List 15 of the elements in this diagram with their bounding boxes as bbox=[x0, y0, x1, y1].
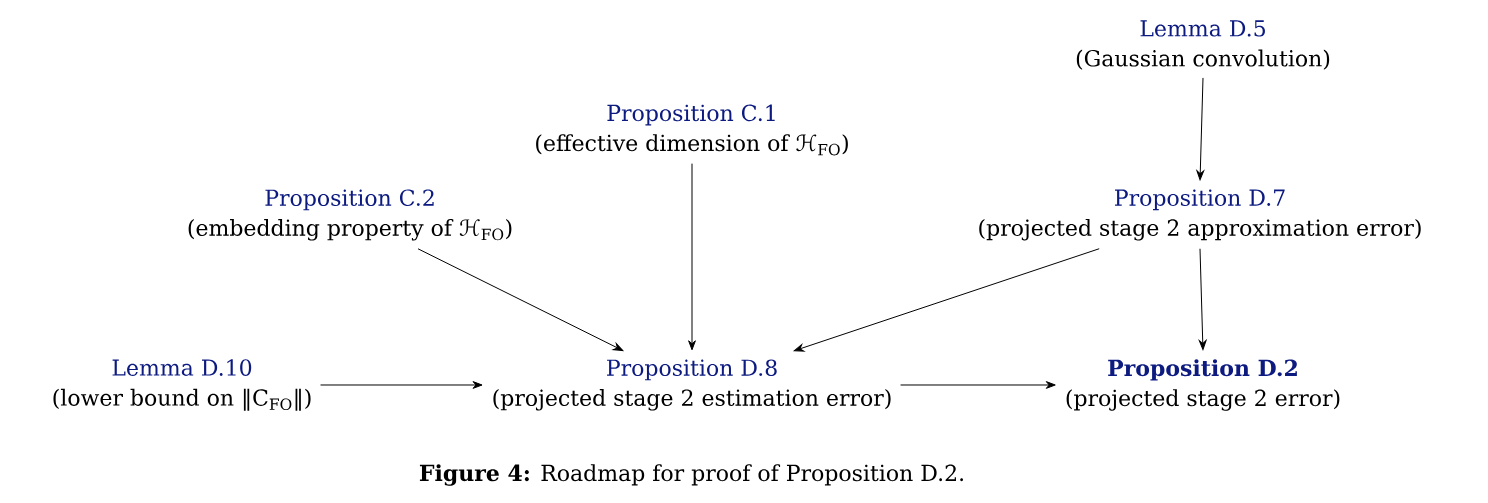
arrow bbox=[417, 248, 624, 352]
arrow bbox=[1196, 77, 1205, 181]
arrow bbox=[320, 381, 483, 389]
proposition-label: Lemma D.5 (Gaussian convolution) bbox=[1076, 20, 1330, 70]
proposition-label: Proposition C.2 (embedding property of ℋ$_{FO}$) bbox=[188, 189, 512, 241]
figure-caption: Figure 4: Roadmap for proof of Proposition D.2. bbox=[419, 464, 964, 486]
arrow bbox=[793, 248, 1100, 352]
proposition-label: Proposition C.1 (effective dimension of ℋ$_{FO}$) bbox=[536, 104, 848, 156]
proposition-label: Proposition D.2 (projected stage 2 error) bbox=[1066, 359, 1340, 411]
proposition-label: Proposition D.8 (projected stage 2 estimation error) bbox=[493, 359, 891, 411]
proposition-label: Proposition D.7 (projected stage 2 approximation error) bbox=[979, 189, 1421, 241]
proposition-label: Lemma D.10 (lower bound on ‖C$_{FO}$‖) bbox=[53, 359, 311, 411]
arrow bbox=[1198, 248, 1207, 351]
arrow bbox=[688, 163, 696, 351]
arrow bbox=[900, 381, 1056, 389]
